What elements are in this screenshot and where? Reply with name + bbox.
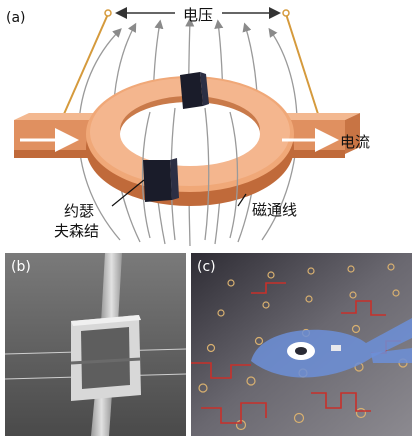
junction-label-line1: 约瑟 [64,202,94,220]
flux-lines-label: 磁通线 [252,201,297,219]
panel-a-label: (a) [6,10,26,26]
josephson-junction-top [180,72,209,109]
panel-c-label: (c) [197,259,216,275]
blue-squid-device [251,318,412,378]
current-label: 电流 [340,133,370,151]
chip-rendering-panel: (c) [191,253,412,436]
voltage-wire-left [63,13,109,115]
sem-squid-loop [70,315,142,401]
flux-pointer [237,193,247,207]
voltage-label: 电压 [183,6,213,24]
sem-micrograph-panel: (b) [5,253,186,436]
voltage-wire-right [285,13,319,115]
sem-top-lead [101,253,122,323]
sem-micrograph: (b) [5,253,186,436]
panel-b-label: (b) [11,259,31,275]
squid-diagram: (a) 电压 电流 约瑟 夫森结 磁通线 [6,6,370,247]
junction-label-line2: 夫森结 [54,222,99,240]
chip-rendering: (c) [191,253,412,436]
squid-diagram-panel: (a) 电压 电流 约瑟 夫森结 磁通线 [6,6,371,247]
josephson-junction-bottom [143,158,179,202]
junction-pointer [111,179,145,207]
superconducting-ring [86,76,294,206]
sem-bottom-lead [91,393,112,436]
